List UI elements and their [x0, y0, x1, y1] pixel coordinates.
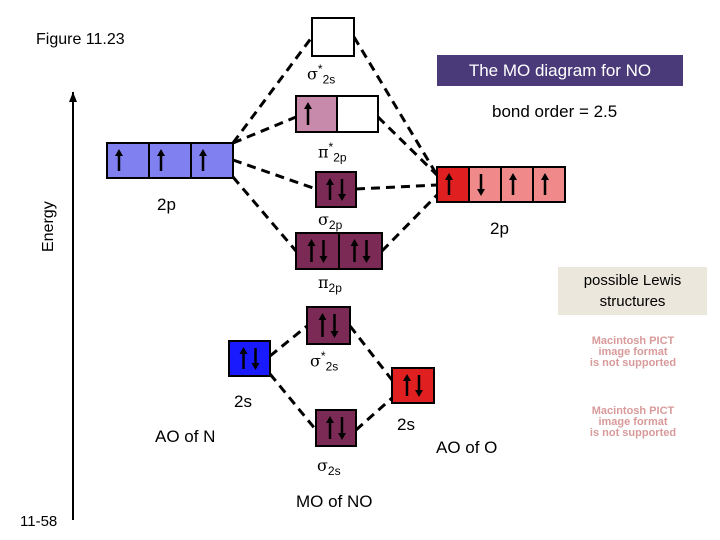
pi-2p-box-1 — [338, 232, 383, 270]
sigma-2s-electron-0-a-head — [326, 416, 334, 423]
connector-o2p-sigma — [355, 183, 438, 191]
sigma-star-2s-orbital — [306, 306, 351, 345]
lewis-structures-box: possible Lewis structures — [558, 267, 707, 315]
pi-2p-label: π2p — [318, 273, 342, 296]
o-2p-electron-3-head — [541, 173, 549, 180]
o-2s-box-0 — [391, 367, 435, 404]
pict-placeholder-2: Macintosh PICT image format is not suppo… — [578, 406, 688, 439]
o-2p-electron-1-head — [477, 189, 485, 196]
pi-star-2p-box-1 — [336, 95, 379, 133]
connector-o2p-pi-star — [376, 115, 439, 177]
pict2-line3: is not supported — [589, 427, 677, 439]
ao-of-n-label: AO of N — [155, 427, 216, 446]
sigma-2p-electron-0-b-head — [338, 194, 346, 201]
diagram-title: The MO diagram for NO — [437, 55, 683, 86]
energy-axis-label: Energy — [40, 201, 57, 252]
sigma-star-2p-box-0 — [311, 17, 355, 57]
lewis-box-line1: possible Lewis — [583, 272, 682, 289]
connector-n2p-pi — [231, 176, 298, 252]
o-2s-label: 2s — [397, 415, 415, 434]
pict1-line2: image format — [598, 346, 668, 358]
pict2-line2: image format — [598, 416, 668, 428]
sigma-star-2p-label: σ*2s — [307, 62, 336, 87]
pi-2p-electron-0-a-head — [307, 239, 316, 246]
sigma-2p-box-0 — [315, 171, 357, 208]
connector-o2p-pi — [380, 193, 439, 253]
lewis-box-line2: structures — [599, 293, 666, 310]
mo-of-no-label: MO of NO — [296, 492, 373, 511]
pi-star-2p-electron-0-head — [304, 102, 312, 109]
sigma-star-2s-electron-0-a-head — [318, 313, 327, 320]
sigma-star-2p-orbital — [311, 17, 355, 57]
o-2s-electron-0-b-head — [415, 390, 423, 397]
pi-star-2p-orbital — [295, 95, 379, 133]
sigma-2p-electron-0-a-head — [326, 178, 334, 185]
pict2-line1: Macintosh PICT — [591, 405, 675, 417]
pi-2p-electron-1-b-head — [362, 256, 371, 263]
sigma-star-2s-label: σ*2s — [310, 349, 339, 374]
sigma-2p-orbital — [315, 171, 357, 208]
sigma-star-2s-box-0 — [306, 306, 351, 345]
pi-2p-orbital — [295, 232, 383, 270]
o-2p-box-1 — [468, 166, 502, 203]
connector-o2s-sigma-star — [348, 325, 394, 381]
connector-n2s-sigma — [268, 373, 318, 431]
o-2s-orbital — [391, 367, 435, 404]
o-2p-label: 2p — [490, 219, 509, 238]
o-2s-electron-0-a-head — [403, 374, 411, 381]
o-2p-orbital — [436, 166, 566, 203]
connector-n2p-pi-star — [232, 115, 297, 145]
sigma-star-2s-electron-0-b-head — [330, 331, 339, 338]
ao-of-o-label: AO of O — [436, 438, 498, 457]
pi-2p-electron-0-b-head — [319, 256, 328, 263]
pi-2p-box-0 — [295, 232, 340, 270]
energy-axis-arrowhead — [69, 92, 77, 102]
slide-number: 11-58 — [20, 513, 58, 530]
correlation-lines — [231, 36, 439, 432]
n-2s-electron-0-b-head — [251, 363, 260, 370]
pict-placeholder-1: Macintosh PICT image format is not suppo… — [578, 336, 688, 369]
n-2p-electron-0-head — [115, 149, 123, 156]
sigma-2s-label: σ2s — [317, 456, 341, 479]
n-2p-electron-1-head — [157, 149, 165, 156]
connector-o2p-sigma-star — [352, 36, 439, 176]
n-2p-box-1 — [148, 142, 192, 179]
n-2p-electron-2-head — [199, 149, 207, 156]
sigma-2s-electron-0-b-head — [338, 433, 346, 440]
n-2s-box-0 — [228, 340, 271, 377]
n-2p-label: 2p — [157, 195, 176, 214]
pict1-line3: is not supported — [589, 357, 677, 369]
n-2p-box-2 — [190, 142, 234, 179]
pict1-line1: Macintosh PICT — [591, 335, 675, 347]
bond-order-label: bond order = 2.5 — [492, 102, 618, 121]
sigma-2p-label: σ2p — [318, 210, 343, 233]
o-2p-box-0 — [436, 166, 470, 203]
n-2s-label: 2s — [234, 392, 252, 411]
n-2p-box-0 — [106, 142, 150, 179]
connector-n2p-sigma-star — [231, 36, 314, 144]
pi-2p-electron-1-a-head — [350, 239, 359, 246]
n-2s-orbital — [228, 340, 271, 377]
connector-n2s-sigma-star — [269, 324, 308, 358]
connector-o2s-sigma — [355, 396, 393, 432]
o-2p-box-3 — [532, 166, 566, 203]
pi-star-2p-label: π*2p — [318, 140, 347, 165]
connector-n2p-sigma — [232, 158, 317, 191]
sigma-2s-box-0 — [315, 409, 357, 447]
figure-label: Figure 11.23 — [36, 31, 125, 48]
o-2p-electron-0-head — [445, 173, 453, 180]
pi-star-2p-box-0 — [295, 95, 338, 133]
n-2p-orbital — [106, 142, 234, 179]
n-2s-electron-0-a-head — [239, 347, 248, 354]
o-2p-box-2 — [500, 166, 534, 203]
o-2p-electron-2-head — [509, 173, 517, 180]
sigma-2s-orbital — [315, 409, 357, 447]
